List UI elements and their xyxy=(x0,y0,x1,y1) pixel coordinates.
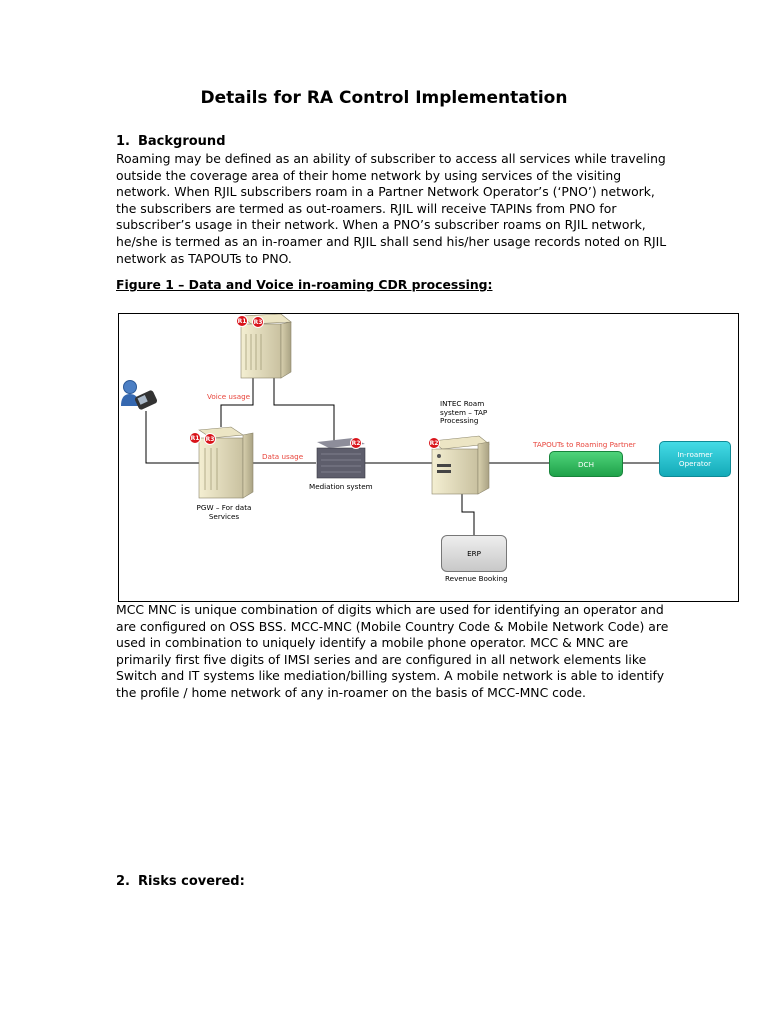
r3-badge-pgw: R3 xyxy=(204,433,216,445)
pgw-label: PGW – For data Services xyxy=(196,503,252,521)
inroamer-operator-box: In-roamer Operator xyxy=(659,441,731,477)
r2-badge-mediation: R2 xyxy=(350,437,362,449)
section-number: 1. xyxy=(116,134,130,149)
voice-usage-label: Voice usage xyxy=(207,392,251,401)
figure-caption: Figure 1 – Data and Voice in-roaming CDR… xyxy=(116,277,493,292)
background-paragraph: Roaming may be defined as an ability of … xyxy=(116,151,667,266)
document-title: Details for RA Control Implementation xyxy=(200,88,568,108)
user-phone-icon xyxy=(121,380,158,410)
tapouts-label: TAPOUTs to Roaming Partner xyxy=(533,440,636,449)
erp-box: ERP xyxy=(441,535,507,572)
dch-box: DCH xyxy=(549,451,623,477)
mcc-mnc-paragraph: MCC MNC is unique combination of digits … xyxy=(116,602,669,700)
mediation-device-icon xyxy=(316,438,366,479)
data-usage-label: Data usage xyxy=(262,452,304,461)
section-title: Background xyxy=(138,134,226,149)
pgw-server-icon xyxy=(198,426,254,499)
diagram-connectors xyxy=(121,314,659,535)
intec-label: INTEC Roam system – TAP Processing xyxy=(440,399,488,425)
r1-badge-voice: R1 xyxy=(236,315,248,327)
r2-badge-tap: R2 xyxy=(428,437,440,449)
connector-lines xyxy=(145,378,659,535)
section-heading-background: 1. Background xyxy=(116,134,226,149)
roaming-diagram: R1 R3 R1 R3 R2 R2 Voice usage Data usage… xyxy=(118,313,739,602)
r3-badge-voice: R3 xyxy=(252,316,264,328)
mediation-label: Mediation system xyxy=(309,482,373,491)
tap-server-icon xyxy=(431,435,490,495)
voice-server-icon xyxy=(240,314,292,379)
section-heading-risks: 2. Risks covered: xyxy=(116,874,245,889)
section-title: Risks covered: xyxy=(138,874,245,889)
section-number: 2. xyxy=(116,874,130,889)
r1-badge-pgw: R1 xyxy=(189,432,201,444)
revenue-booking-label: Revenue Booking xyxy=(445,574,508,583)
